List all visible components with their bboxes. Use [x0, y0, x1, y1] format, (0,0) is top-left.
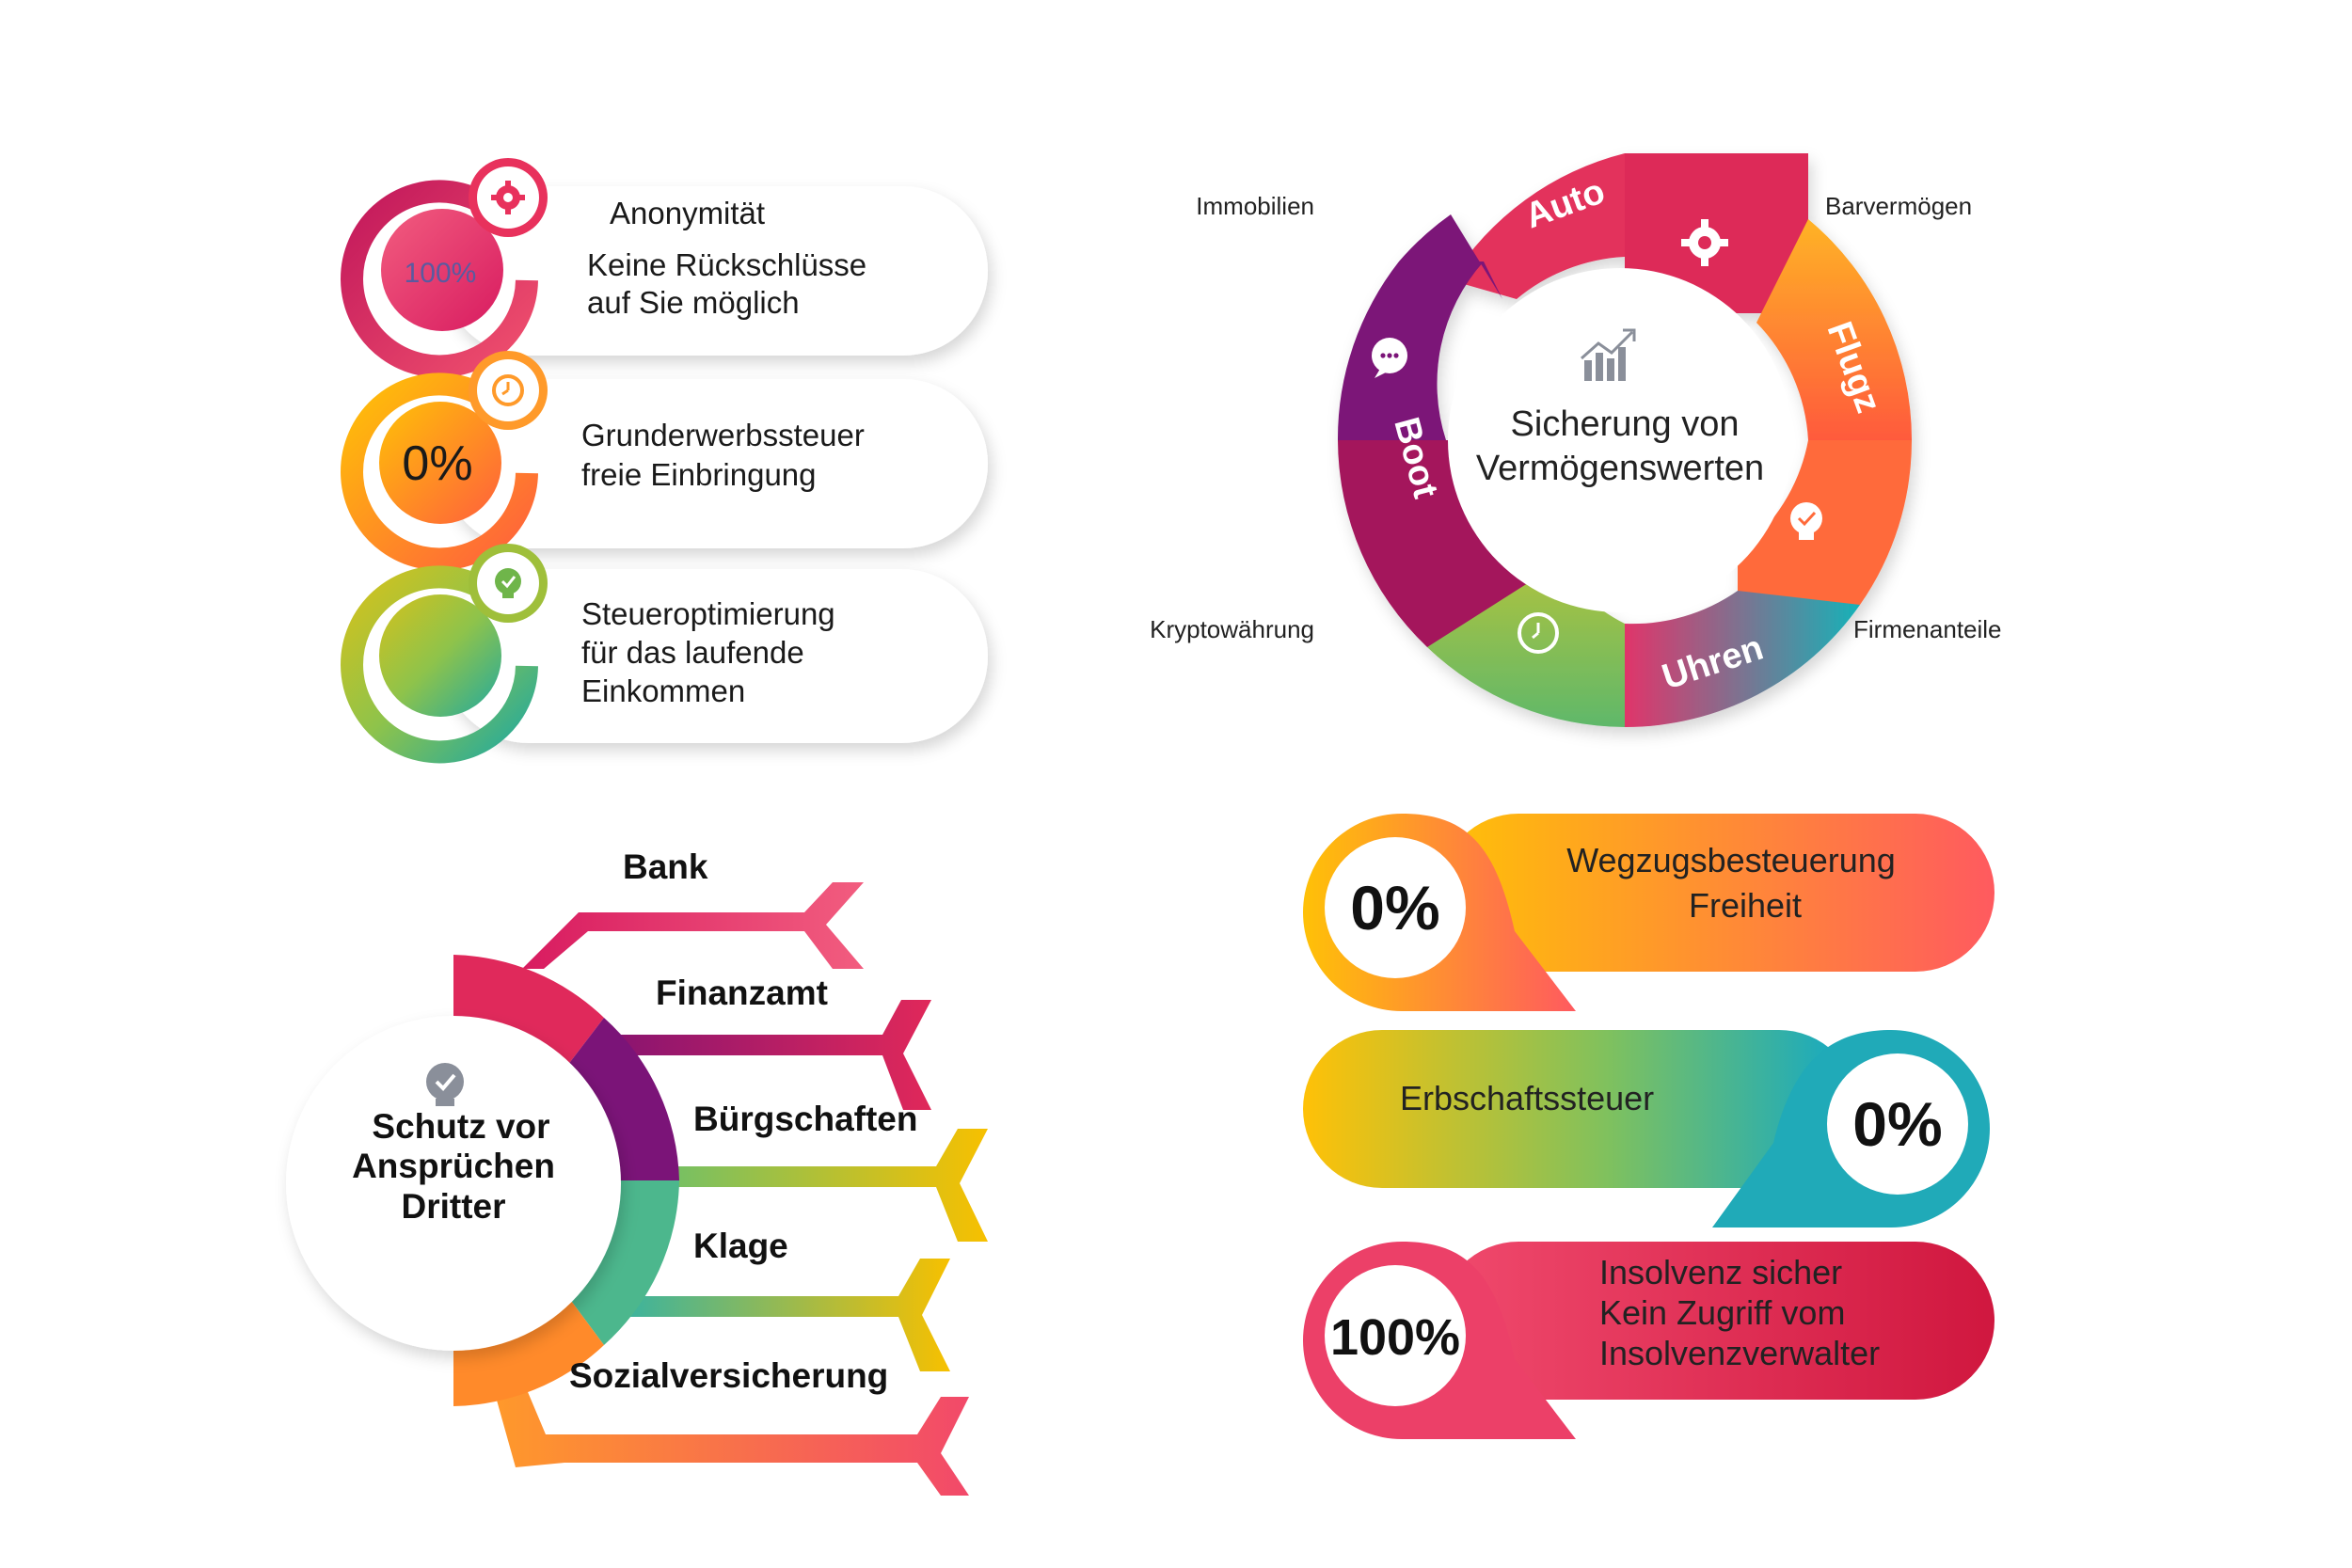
benefit-line: Keine Rückschlüsse [587, 247, 866, 282]
tax-bar [1303, 1030, 1858, 1188]
wheel-segment-boot [1338, 440, 1531, 647]
benefit-list: 100% Anonymität Keine Rückschlüsse auf S… [341, 158, 988, 764]
hub-circle [286, 1016, 621, 1351]
tax-pct: 0% [1852, 1089, 1942, 1159]
benefit-badge: 100% [405, 258, 477, 289]
chat-icon [1372, 338, 1407, 378]
tax-list: 0% Wegzugsbesteuerung Freiheit 0% Erbsch… [1303, 814, 1994, 1439]
arrow-band-bank [522, 882, 864, 969]
tax-line: Kein Zugriff vom [1599, 1293, 1845, 1332]
tax-line: Insolvenzverwalter [1599, 1334, 1880, 1372]
arrow-band-sozial [489, 1345, 969, 1496]
tax-pct: 0% [1350, 873, 1439, 942]
wheel-center-line: Vermögenswerten [1476, 449, 1764, 488]
hub-arc-purple [555, 1018, 679, 1180]
benefit-line: freie Einbringung [581, 457, 817, 492]
tax-badge-circle [1325, 1265, 1466, 1406]
benefit-card [442, 186, 988, 356]
asset-wheel: Auto Flugz Uhren Boot [1150, 152, 2002, 728]
benefit-title: Anonymität [610, 196, 765, 230]
tax-badge-circle [1827, 1053, 1968, 1195]
arrow-label-bank: Bank [623, 847, 708, 886]
wheel-center [1448, 268, 1792, 612]
tax-pct: 100% [1330, 1309, 1460, 1366]
wheel-outer-label-immobilien: Immobilien [1196, 192, 1314, 220]
arrow-label-sozialversicherung: Sozialversicherung [569, 1356, 888, 1395]
tax-bar [1439, 1242, 1994, 1400]
tax-item-erbschaft: 0% Erbschaftssteuer [1303, 1030, 1990, 1227]
wheel-segment-orange-low [1738, 440, 1913, 605]
benefit-ball [379, 402, 501, 524]
tax-bar [1439, 814, 1994, 972]
lightbulb-check-icon [495, 568, 521, 598]
tax-item-insolvenz: 100% Insolvenz sicher Kein Zugriff vom I… [1303, 1242, 1994, 1439]
benefit-line: Einkommen [581, 673, 745, 708]
wheel-segment-auto [1451, 153, 1625, 299]
wheel-outer-label-firmenanteile: Firmenanteile [1853, 615, 2002, 643]
benefit-ball [381, 209, 503, 331]
wheel-segment-purple [1337, 261, 1484, 440]
benefit-ball [379, 594, 501, 717]
benefit-item-tax-optimization: Steueroptimierung für das laufende Einko… [341, 544, 988, 764]
hub-label-line: Ansprüchen [352, 1147, 555, 1185]
arrow-label-buergschaften: Bürgschaften [693, 1100, 917, 1138]
lightbulb-check-icon [1790, 502, 1822, 540]
benefit-card [442, 569, 988, 743]
wheel-center-line: Sicherung von [1511, 404, 1740, 444]
tax-item-wegzug: 0% Wegzugsbesteuerung Freiheit [1303, 814, 1994, 1011]
arrow-band-finanzamt [616, 1000, 931, 1110]
hub-arc-pink [453, 955, 604, 1082]
benefit-card [442, 379, 988, 548]
arrow-label-finanzamt: Finanzamt [656, 974, 828, 1012]
wheel-segment-flugz [1756, 219, 1913, 440]
gear-icon [491, 181, 525, 214]
wheel-segment-purple-top [1399, 214, 1502, 299]
hub-arc-orange [453, 1279, 604, 1406]
benefit-line: auf Sie möglich [587, 285, 800, 320]
lightbulb-check-icon [426, 1063, 464, 1106]
wheel-segment-uhren [1625, 591, 1860, 728]
tax-line: Freiheit [1689, 886, 1802, 925]
tax-line: Insolvenz sicher [1599, 1253, 1842, 1291]
wheel-outer-label-barvermoegen: Barvermögen [1825, 192, 1972, 220]
benefit-ring [341, 180, 538, 378]
benefit-line: für das laufende [581, 635, 804, 670]
tax-line: Erbschaftssteuer [1400, 1079, 1654, 1117]
arrow-band-klage [616, 1259, 950, 1371]
tax-badge-circle [1325, 837, 1466, 978]
benefit-item-anonymity: 100% Anonymität Keine Rückschlüsse auf S… [341, 158, 988, 378]
hub-arc-green [555, 1180, 679, 1345]
benefit-item-land-tax: 0% Grunderwerbssteuer freie Einbringung [341, 351, 988, 571]
clock-icon [492, 374, 524, 406]
tax-line: Wegzugsbesteuerung [1566, 841, 1896, 879]
wheel-outer-label-kryptowaehrung: Kryptowährung [1150, 615, 1314, 643]
benefit-line: Steueroptimierung [581, 596, 835, 631]
benefit-ring [341, 372, 538, 571]
benefit-ring [341, 565, 538, 764]
gear-icon [1681, 219, 1728, 266]
benefit-badge: 0% [402, 436, 472, 491]
clock-icon [1518, 612, 1559, 654]
protection-diagram: Schutz vor Ansprüchen Dritter Bank Finan… [286, 847, 988, 1496]
hub-label-line: Dritter [401, 1187, 505, 1226]
benefit-line: Grunderwerbssteuer [581, 418, 865, 452]
hub-label-line: Schutz vor [372, 1107, 549, 1146]
arrow-label-klage: Klage [693, 1227, 788, 1265]
arrow-band-buergschaften [654, 1129, 988, 1242]
chart-icon [1581, 328, 1636, 381]
